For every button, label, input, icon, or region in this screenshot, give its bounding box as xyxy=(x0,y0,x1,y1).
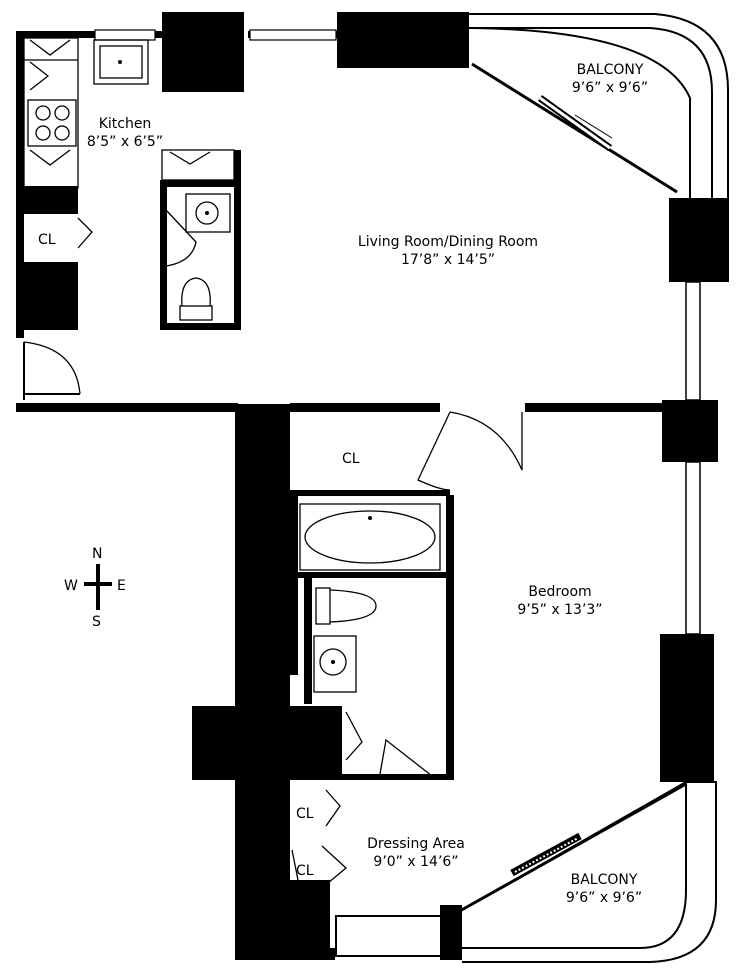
balcony-top-dims: 9’6” x 9’6” xyxy=(572,80,648,96)
compass-east: E xyxy=(117,578,126,594)
bathroom xyxy=(290,495,454,780)
exterior-walls xyxy=(15,12,729,960)
kitchen-fixtures xyxy=(22,37,149,330)
dressing-closet-label-1: CL xyxy=(296,806,314,822)
entry-door xyxy=(23,341,81,400)
hall-closet-and-bedroom-door xyxy=(290,411,523,496)
room-labels: Kitchen 8’5” x 6’5” Living Room/Dining R… xyxy=(87,62,648,906)
balcony-bottom-dims: 9’6” x 9’6” xyxy=(566,890,642,906)
dressing-closet-label-2: CL xyxy=(296,863,314,879)
kitchen-name: Kitchen xyxy=(99,116,152,132)
compass: N S E W xyxy=(64,546,126,630)
powder-room xyxy=(160,149,241,330)
compass-south: S xyxy=(92,614,101,630)
compass-north: N xyxy=(92,546,102,562)
balcony-bottom-outline xyxy=(457,781,717,963)
hall-closet-label: CL xyxy=(342,451,360,467)
living-dims: 17’8” x 14’5” xyxy=(401,252,495,268)
balcony-top-name: BALCONY xyxy=(577,62,644,78)
balcony-top-outline xyxy=(468,13,729,198)
dressing-dims: 9’0” x 14’6” xyxy=(373,854,458,870)
living-name: Living Room/Dining Room xyxy=(358,234,538,250)
closet-labels: CL CL CL CL xyxy=(38,232,360,879)
bedroom-name: Bedroom xyxy=(528,584,591,600)
compass-west: W xyxy=(64,578,78,594)
dressing-closets xyxy=(291,789,347,901)
dressing-name: Dressing Area xyxy=(367,836,465,852)
kitchen-closet-label: CL xyxy=(38,232,56,248)
kitchen-dims: 8’5” x 6’5” xyxy=(87,134,163,150)
balcony-bottom-name: BALCONY xyxy=(571,872,638,888)
bedroom-dims: 9’5” x 13’3” xyxy=(517,602,602,618)
